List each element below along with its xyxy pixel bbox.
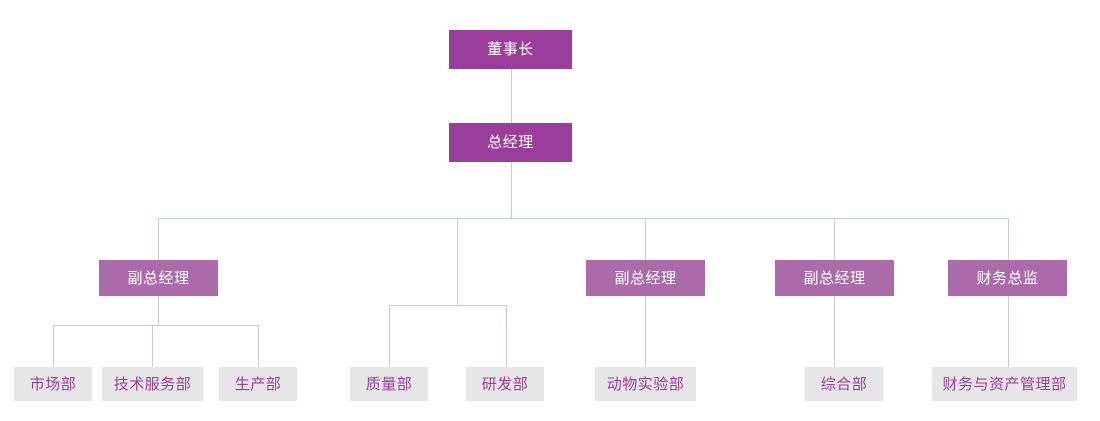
org-node-label: 董事长 [487,40,534,58]
org-node-n12[interactable]: 动物实验部 [595,367,696,401]
connector-vp1-to-production [258,325,259,367]
connector-vp3-to-general-affairs [834,296,835,367]
org-node-label: 副总经理 [127,268,190,287]
org-node-n4[interactable]: 副总经理 [586,260,705,296]
connector-drop-to-vp3 [834,218,835,260]
org-node-label: 技术服务部 [113,374,192,393]
org-node-n6[interactable]: 财务总监 [948,260,1067,296]
connector-gm-trunk-down [511,162,512,218]
org-node-label: 综合部 [820,374,868,393]
connector-vp1-stem [158,296,159,325]
connector-gm-branch-bar [158,218,1009,219]
org-node-label: 副总经理 [803,268,866,287]
connector-to-rd [506,305,507,367]
org-node-label: 市场部 [29,374,77,393]
org-node-n2[interactable]: 总经理 [449,123,572,162]
connector-drop-to-vp1 [158,218,159,260]
org-node-label: 财务与资产管理部 [942,374,1067,393]
org-node-n13[interactable]: 综合部 [805,367,883,401]
connector-vp1-to-market [53,325,54,367]
connector-vp2-to-animal-lab [645,296,646,367]
connector-qa-rd-child-bar [389,305,507,306]
connector-to-quality [389,305,390,367]
connector-drop-to-cfo [1008,218,1009,260]
connector-vp1-child-bar [53,325,258,326]
org-node-n14[interactable]: 财务与资产管理部 [932,367,1077,401]
org-node-label: 总经理 [487,133,534,151]
org-node-n10[interactable]: 质量部 [350,367,428,401]
org-node-n11[interactable]: 研发部 [466,367,544,401]
org-node-label: 研发部 [481,374,529,393]
org-node-n5[interactable]: 副总经理 [775,260,894,296]
connector-drop-to-qa-rd-group [457,218,458,305]
org-node-n3[interactable]: 副总经理 [99,260,218,296]
org-node-label: 质量部 [365,374,413,393]
org-node-n7[interactable]: 市场部 [14,367,92,401]
connector-drop-to-vp2 [645,218,646,260]
org-node-n9[interactable]: 生产部 [219,367,297,401]
connector-cfo-to-finance-asset [1008,296,1009,367]
connector-vp1-to-tech [152,325,153,367]
org-node-label: 财务总监 [976,268,1039,287]
org-node-n1[interactable]: 董事长 [449,30,572,69]
org-node-label: 副总经理 [614,268,677,287]
org-node-label: 动物实验部 [606,374,685,393]
org-node-n8[interactable]: 技术服务部 [102,367,203,401]
connector-chairman-to-gm [511,69,512,123]
org-node-label: 生产部 [234,374,282,393]
